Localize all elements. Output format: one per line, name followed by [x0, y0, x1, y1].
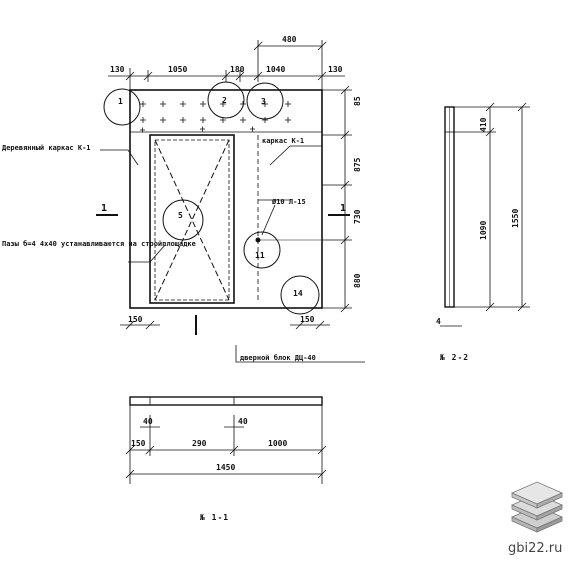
- plan-bottom-dims: 150 150: [128, 315, 315, 324]
- section-2-2: [440, 102, 530, 327]
- s22-dim-410: 410: [479, 117, 488, 132]
- label-bars: Ø10 Л-15: [271, 198, 306, 206]
- top-dim-upper: 480: [282, 35, 297, 44]
- callout-14: 14: [293, 289, 303, 298]
- plan-labels: Деревянный каркас К-1 каркас К-1 Ø10 Л-1…: [2, 137, 316, 362]
- s22-dim-1090: 1090: [479, 221, 488, 240]
- callout-5-circle: [162, 199, 204, 241]
- plan-view: [96, 40, 365, 363]
- callout-1-circle: [103, 88, 141, 126]
- callout-11-circle: [243, 231, 281, 269]
- s11-caption: № 1-1: [199, 513, 229, 522]
- section-1-1: [125, 396, 327, 484]
- s22-dim-4: 4: [436, 317, 441, 326]
- callout-numbers: 1 2 3 5 11 14: [118, 96, 303, 298]
- section-1-1-profile: [129, 396, 323, 406]
- watermark-text: gbi22.ru: [508, 541, 562, 556]
- watermark: gbi22.ru: [508, 481, 563, 556]
- bottom-dim-right: 150: [300, 315, 315, 324]
- s11-dim-total: 1450: [216, 463, 235, 472]
- callout-11: 11: [255, 251, 265, 260]
- right-dim-4: 880: [353, 273, 362, 288]
- bottom-dim-left: 150: [128, 315, 143, 324]
- callout-1: 1: [118, 97, 123, 106]
- right-dim-1: 85: [353, 96, 362, 106]
- label-frame-left: Деревянный каркас К-1: [2, 144, 91, 152]
- section-mark-right: 1: [340, 203, 346, 214]
- section-marks: 1 1: [101, 203, 346, 214]
- label-door-block: дверной блок ДЦ-40: [240, 354, 316, 362]
- s11-dim-290: 290: [192, 439, 207, 448]
- section-1-1-texts: 40 40 150 290 1000 1450 № 1-1: [131, 417, 287, 522]
- callout-5: 5: [178, 211, 183, 220]
- door-opening: [149, 134, 235, 304]
- s11-dim-1000: 1000: [268, 439, 287, 448]
- section-2-2-texts: 410 1090 1550 4 № 2-2: [436, 117, 520, 362]
- s22-dim-1550: 1550: [511, 209, 520, 228]
- s11-dim-40-right: 40: [238, 417, 248, 426]
- callout-3: 3: [261, 97, 266, 106]
- s11-dim-150: 150: [131, 439, 146, 448]
- label-slots: Пазы б=4 4х40 устанавливаются на стройпл…: [2, 240, 196, 248]
- right-dim-2: 875: [353, 157, 362, 172]
- s22-caption: № 2-2: [439, 353, 469, 362]
- s11-dim-40-left: 40: [143, 417, 153, 426]
- callout-14-circle: [280, 275, 320, 315]
- section-mark-left: 1: [101, 203, 107, 214]
- stack-logo-icon: [511, 481, 563, 533]
- panel-outline: [129, 89, 323, 309]
- callout-3-circle: [246, 82, 284, 120]
- right-dim-3: 730: [353, 209, 362, 224]
- plan-top-dims: 130 1050 180 1040 130 480: [110, 35, 343, 74]
- top-dim-4: 1040: [266, 65, 285, 74]
- callout-2: 2: [222, 96, 227, 105]
- top-dim-2: 1050: [168, 65, 187, 74]
- top-dim-5: 130: [328, 65, 343, 74]
- top-dim-3: 180: [230, 65, 245, 74]
- label-frame-right: каркас К-1: [262, 137, 304, 145]
- plan-right-dims: 85 875 730 880: [353, 96, 362, 288]
- top-dim-1: 130: [110, 65, 125, 74]
